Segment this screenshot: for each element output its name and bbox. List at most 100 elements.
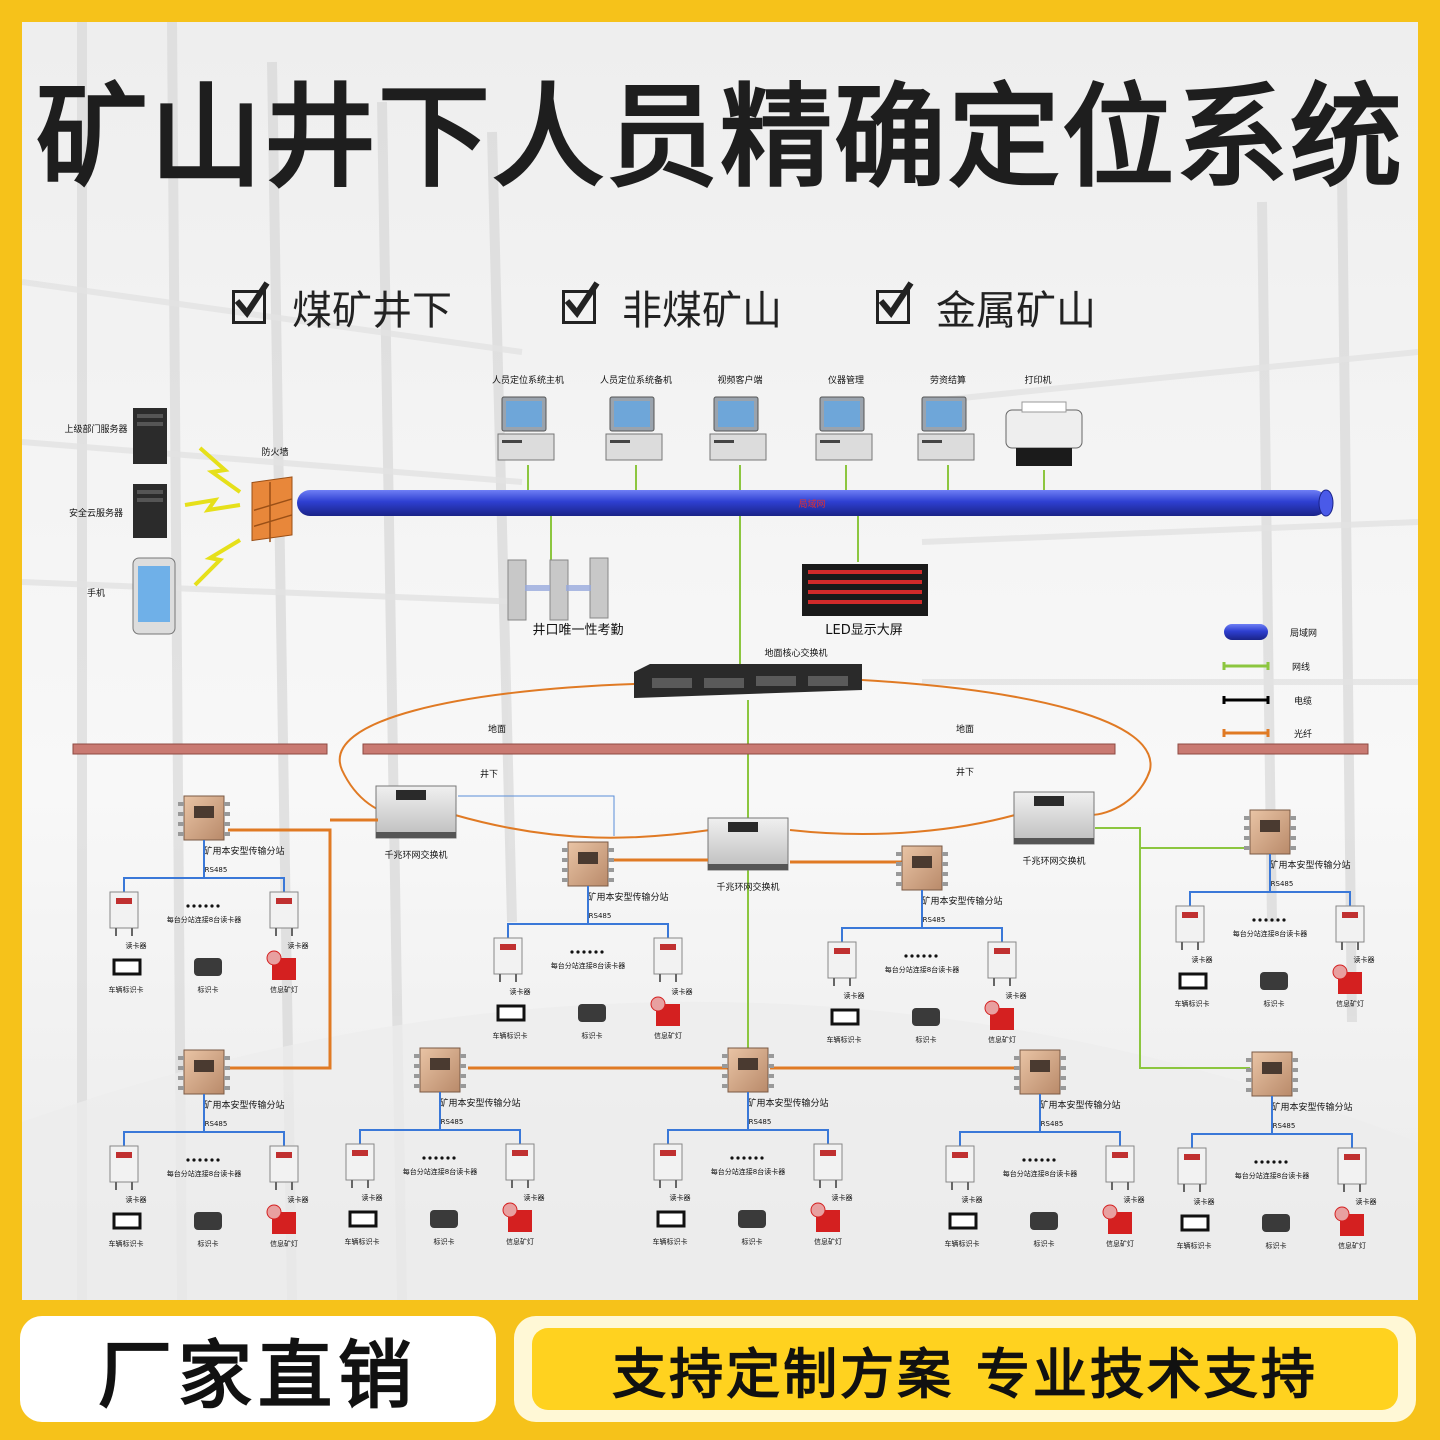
server-icon — [133, 484, 167, 538]
led-label: LED显示大屏 — [825, 623, 902, 638]
ellipsis-dot — [1252, 918, 1256, 922]
vehicle-card-label: 车辆标识卡 — [109, 1239, 144, 1248]
legend-label: 电缆 — [1294, 695, 1312, 707]
ellipsis-dot — [440, 1156, 444, 1160]
reader-note: 每台分站连接8台读卡器 — [711, 1167, 785, 1176]
reader-label: 读卡器 — [1356, 1197, 1377, 1206]
checkmark-icon — [232, 281, 270, 324]
card-reader-icon — [813, 1143, 843, 1188]
ellipsis-dot — [1276, 918, 1280, 922]
reader-label: 读卡器 — [126, 1195, 147, 1204]
id-card-label: 标识卡 — [1264, 999, 1285, 1008]
reader-note: 每台分站连接8台读卡器 — [1233, 929, 1307, 938]
ellipsis-dot — [916, 954, 920, 958]
checkmark-icon — [562, 281, 600, 324]
external-devices: 上级部门服务器 安全云服务器 手机 防火墙 — [64, 408, 293, 635]
ellipsis-dot — [192, 904, 196, 908]
workstation-label: 人员定位系统备机 — [600, 374, 672, 386]
factory-direct-text: 厂家直销 — [98, 1332, 418, 1419]
legend-label: 网线 — [1292, 661, 1310, 673]
rs485-label: RS485 — [1273, 1122, 1296, 1130]
reader-note: 每台分站连接8台读卡器 — [403, 1167, 477, 1176]
printer-label: 打印机 — [1024, 374, 1051, 386]
id-card-icon — [1262, 1214, 1290, 1232]
network-diagram: 局域网 人员定位系统主机人员定位系统备机视频客户端仪器管理劳资结算打印机 上级部… — [64, 374, 1377, 1250]
legend-fiber: 光纤 — [1222, 728, 1312, 740]
ellipsis-dot — [428, 1156, 432, 1160]
vehicle-card-label: 车辆标识卡 — [653, 1237, 688, 1246]
support-banner: 支持定制方案 专业技术支持 — [514, 1316, 1416, 1422]
ellipsis-dot — [1046, 1158, 1050, 1162]
firewall-label: 防火墙 — [261, 446, 288, 458]
surface-label-left: 地面 — [488, 723, 506, 735]
id-card-label: 标识卡 — [1266, 1241, 1287, 1250]
legend-label: 光纤 — [1294, 728, 1312, 740]
rs485-label: RS485 — [1271, 880, 1294, 888]
mining-lamp-icon — [266, 950, 296, 980]
transmission-station: 矿用本安型传输分站RS485读卡器读卡器每台分站连接8台读卡器车辆标识卡标识卡信… — [493, 841, 693, 1040]
station-label: 矿用本安型传输分站 — [203, 845, 284, 857]
ellipsis-dot — [934, 954, 938, 958]
ring-switch-icon — [1013, 791, 1095, 845]
check-label-noncoal: 非煤矿山 — [622, 288, 782, 334]
legend: 局域网 网线 电缆 光纤 — [1222, 624, 1317, 740]
ellipsis-dot — [186, 904, 190, 908]
vehicle-card-label: 车辆标识卡 — [493, 1031, 528, 1040]
cable-link — [458, 795, 615, 836]
printer-icon — [1005, 401, 1083, 466]
ellipsis-dot — [1022, 1158, 1026, 1162]
vehicle-card-label: 车辆标识卡 — [827, 1035, 862, 1044]
transmission-station: 矿用本安型传输分站RS485读卡器读卡器每台分站连接8台读卡器车辆标识卡标识卡信… — [653, 1047, 853, 1246]
transmission-station: 矿用本安型传输分站RS485读卡器读卡器每台分站连接8台读卡器车辆标识卡标识卡信… — [827, 845, 1027, 1044]
station-label: 矿用本安型传输分站 — [1269, 859, 1350, 871]
wireless-bolt-icon — [184, 446, 242, 587]
firewall-icon — [251, 476, 293, 543]
ellipsis-dot — [1270, 918, 1274, 922]
check-metal: 金属矿山 — [876, 278, 1096, 336]
workstation — [605, 396, 663, 461]
ellipsis-dot — [730, 1156, 734, 1160]
ground-line — [72, 743, 1369, 755]
station-label: 矿用本安型传输分站 — [1039, 1099, 1120, 1111]
ellipsis-dot — [216, 1158, 220, 1162]
ellipsis-dot — [434, 1156, 438, 1160]
vehicle-card-icon — [948, 1212, 978, 1230]
check-label-metal: 金属矿山 — [936, 288, 1096, 334]
mining-lamp-icon — [1334, 1206, 1364, 1236]
ellipsis-dot — [210, 904, 214, 908]
reader-label: 读卡器 — [288, 1195, 309, 1204]
ellipsis-dot — [736, 1156, 740, 1160]
ellipsis-dot — [748, 1156, 752, 1160]
rs485-label: RS485 — [589, 912, 612, 920]
reader-label: 读卡器 — [126, 941, 147, 950]
transmission-station: 矿用本安型传输分站RS485读卡器读卡器每台分站连接8台读卡器车辆标识卡标识卡信… — [345, 1047, 545, 1246]
lamp-label: 信息矿灯 — [506, 1237, 534, 1246]
transmission-station: 矿用本安型传输分站RS485读卡器读卡器每台分站连接8台读卡器车辆标识卡标识卡信… — [1177, 1051, 1377, 1250]
mining-lamp-icon — [502, 1202, 532, 1232]
rs485-label: RS485 — [441, 1118, 464, 1126]
workstation-label: 劳资结算 — [930, 374, 966, 386]
id-card-icon — [1260, 972, 1288, 990]
server-icon — [133, 408, 167, 464]
station-label: 矿用本安型传输分站 — [587, 891, 668, 903]
ellipsis-dot — [928, 954, 932, 958]
ellipsis-dot — [1264, 918, 1268, 922]
mining-lamp-icon — [1102, 1204, 1132, 1234]
ellipsis-dot — [904, 954, 908, 958]
ellipsis-dot — [1052, 1158, 1056, 1162]
id-card-label: 标识卡 — [198, 1239, 219, 1248]
ellipsis-dot — [1278, 1160, 1282, 1164]
station-label: 矿用本安型传输分站 — [921, 895, 1002, 907]
reader-label: 读卡器 — [1194, 1197, 1215, 1206]
card-reader-icon — [269, 891, 299, 936]
id-card-label: 标识卡 — [742, 1237, 763, 1246]
id-card-icon — [194, 958, 222, 976]
ellipsis-dot — [422, 1156, 426, 1160]
reader-note: 每台分站连接8台读卡器 — [167, 1169, 241, 1178]
check-coal: 煤矿井下 — [232, 278, 452, 336]
ellipsis-dot — [446, 1156, 450, 1160]
ellipsis-dot — [1254, 1160, 1258, 1164]
ellipsis-dot — [1272, 1160, 1276, 1164]
ellipsis-dot — [198, 904, 202, 908]
ellipsis-dot — [186, 1158, 190, 1162]
